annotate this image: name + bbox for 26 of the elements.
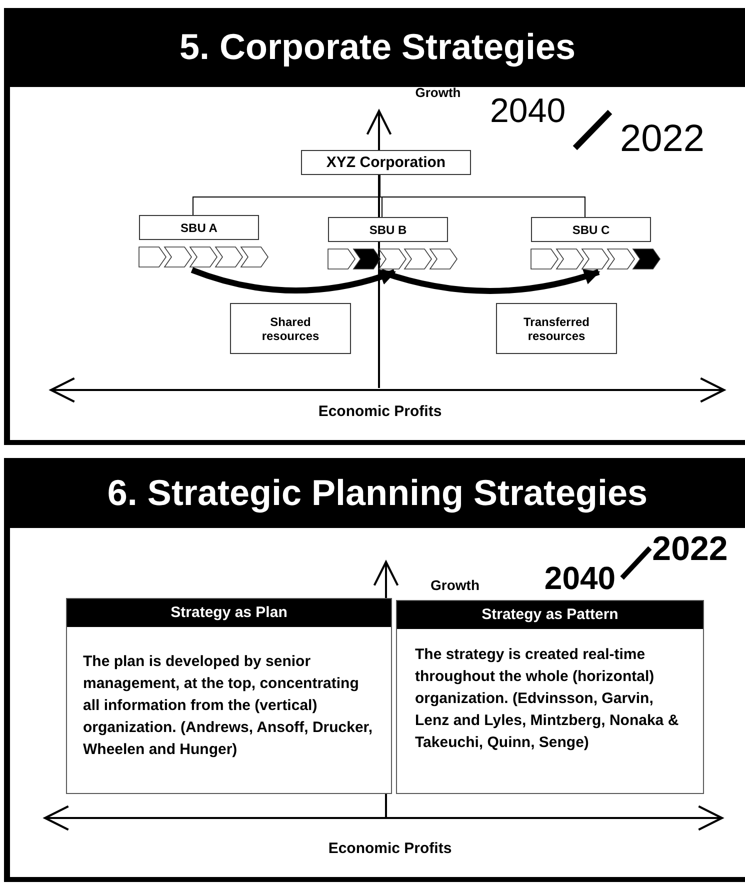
slide-panel [4, 458, 745, 882]
axis-title: Economic Profits [318, 403, 442, 420]
unit-box: SBU B [328, 217, 448, 242]
curved-arrow [380, 268, 600, 294]
card-header: Strategy as Pattern [397, 601, 703, 629]
year-label: 2022 [652, 530, 728, 569]
org-box: XYZ Corporation [301, 150, 471, 175]
unit-box: SBU A [139, 215, 259, 240]
year-label: 2022 [620, 118, 705, 161]
year-label: 2040 [490, 92, 566, 131]
strategy-card [66, 598, 392, 794]
strategy-card [396, 600, 704, 794]
slide-panel [4, 8, 745, 445]
slide-title: 6. Strategic Planning Strategies [106, 472, 649, 514]
axis-title: Growth [430, 577, 480, 593]
axis-title: Economic Profits [328, 840, 452, 857]
unit-box: SBU C [531, 217, 651, 242]
card-text: The plan is developed by senior management, at the top, concentrating all information from the (vertical) organization. (Andrews, Ansoff, Drucker, Wheelen and Hunger) [83, 652, 374, 760]
resource-box: Transferred resources [496, 303, 617, 354]
resource-box: Shared resources [230, 303, 351, 354]
card-text: The strategy is created real-time throughout the whole (horizontal) organization. (Edvinsson, Garvin, Lenz and Lyles, Mintzberg, Nonaka & Takeuchi, Quinn, Senge) [415, 645, 680, 753]
card-header: Strategy as Plan [67, 599, 391, 627]
curved-arrow [190, 267, 396, 294]
year-label: 2040 [544, 560, 616, 597]
slide-title: 5. Corporate Strategies [178, 26, 577, 68]
axis-title: Growth [415, 85, 461, 100]
